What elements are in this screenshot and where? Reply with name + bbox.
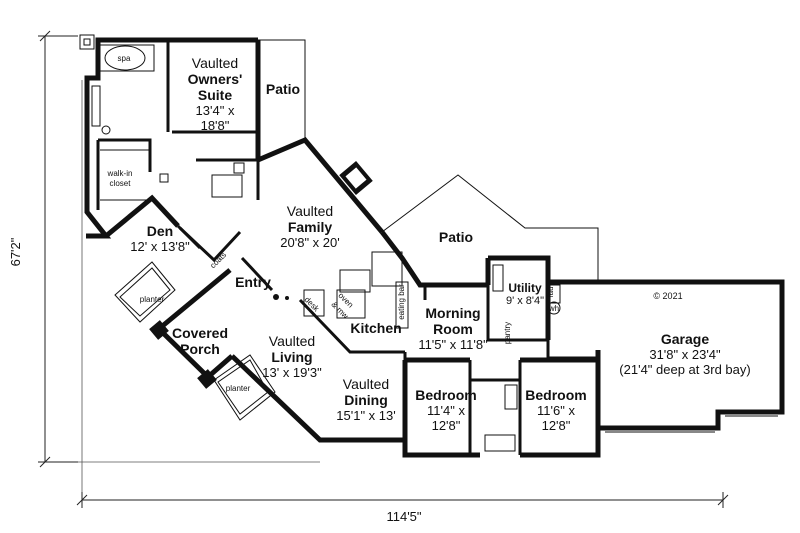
room-family: Vaulted Family 20'8" x 20' (280, 203, 339, 250)
room-owners-suite: Vaulted Owners' Suite 13'4" x 18'8" (188, 55, 243, 133)
entry-name: Entry (235, 274, 271, 290)
morning-room-name2: Room (433, 321, 473, 337)
room-den: Den 12' x 13'8" (130, 223, 190, 254)
room-garage: Garage 31'8" x 23'4" (21'4" deep at 3rd … (619, 331, 750, 377)
dining-name: Dining (344, 392, 388, 408)
living-name: Living (271, 349, 312, 365)
garage-dim1: 31'8" x 23'4" (649, 347, 721, 362)
owners-suite-name2: Suite (198, 87, 232, 103)
morning-room-dim: 11'5" x 11'8" (418, 337, 488, 352)
bedroom1-name: Bedroom (415, 387, 476, 403)
bedroom2-dim1: 11'6" x (537, 403, 575, 418)
room-bedroom-2: Bedroom 11'6" x 12'8" (525, 387, 586, 433)
den-dim: 12' x 13'8" (130, 239, 190, 254)
overall-depth-label: 67'2" (8, 237, 23, 266)
garage-name: Garage (661, 331, 709, 347)
patio-right-name: Patio (439, 229, 473, 245)
copyright-text: © 2021 (653, 291, 682, 301)
spa-label: spa (118, 54, 131, 63)
planter-label-2: planter (226, 384, 251, 393)
room-covered-porch: Covered Porch (172, 325, 228, 357)
eating-bar-label: eating bar (397, 284, 406, 320)
walk-in-label-2: closet (110, 179, 132, 188)
utility-name: Utility (508, 281, 542, 295)
walk-in-label-1: walk-in (107, 169, 133, 178)
fau-label: fau (546, 286, 555, 297)
family-dim: 20'8" x 20' (280, 235, 339, 250)
morning-room-name1: Morning (425, 305, 480, 321)
utility-dim: 9' x 8'4" (506, 295, 544, 307)
room-living: Vaulted Living 13' x 19'3" (262, 333, 322, 380)
patio-outlines (258, 39, 599, 282)
pantry-label: pantry (503, 322, 512, 344)
interior-walls (96, 40, 598, 455)
bedroom2-name: Bedroom (525, 387, 586, 403)
planters (114, 261, 276, 421)
covered-porch-name1: Covered (172, 325, 228, 341)
owners-suite-dim1: 13'4" x (196, 103, 235, 118)
living-pre: Vaulted (269, 333, 315, 349)
owners-suite-dim2: 18'8" (201, 118, 230, 133)
bedroom1-dim1: 11'4" x (427, 403, 465, 418)
owners-suite-name1: Owners' (188, 71, 243, 87)
wh-label: wh (548, 304, 559, 313)
coats-label: coats (208, 250, 228, 270)
fixtures (79, 34, 778, 452)
width-dimension-line (76, 80, 729, 508)
living-dim: 13' x 19'3" (262, 365, 322, 380)
bedroom2-dim2: 12'8" (542, 418, 571, 433)
planter-label-1: planter (140, 295, 165, 304)
room-bedroom-1: Bedroom 11'4" x 12'8" (415, 387, 476, 433)
family-name: Family (288, 219, 333, 235)
kitchen-name: Kitchen (350, 320, 401, 336)
dining-pre: Vaulted (343, 376, 389, 392)
patio-top-name: Patio (266, 81, 300, 97)
overall-width-label: 114'5" (386, 509, 421, 524)
room-utility: Utility 9' x 8'4" (506, 281, 544, 307)
covered-porch-name2: Porch (180, 341, 220, 357)
dining-dim: 15'1" x 13' (336, 408, 395, 423)
bedroom1-dim2: 12'8" (432, 418, 461, 433)
room-dining: Vaulted Dining 15'1" x 13' (336, 376, 395, 423)
den-name: Den (147, 223, 173, 239)
depth-dimension-line (38, 30, 78, 468)
garage-dim2: (21'4" deep at 3rd bay) (619, 362, 750, 377)
owners-suite-pre: Vaulted (192, 55, 238, 71)
room-morning-room: Morning Room 11'5" x 11'8" (418, 305, 488, 352)
family-pre: Vaulted (287, 203, 333, 219)
